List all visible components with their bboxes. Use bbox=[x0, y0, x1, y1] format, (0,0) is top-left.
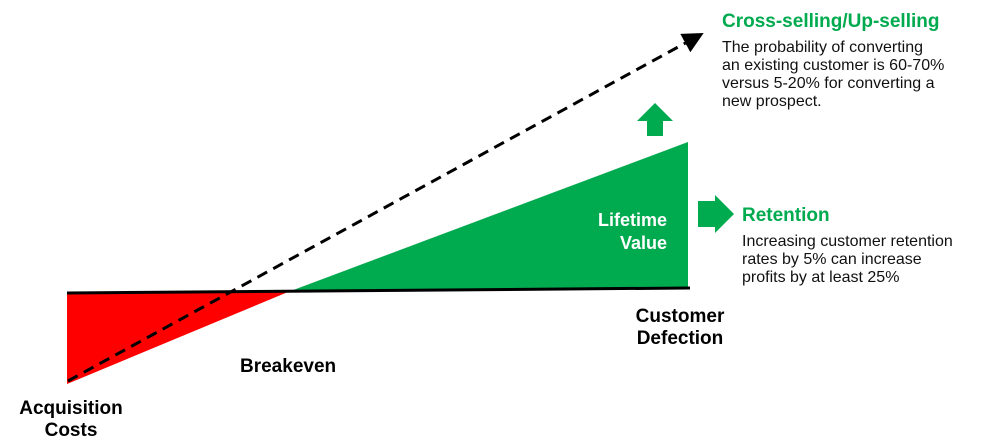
retention-line-3: profits by at least 25% bbox=[742, 269, 900, 286]
acquisition-cost-area bbox=[67, 292, 288, 384]
arrow-up-icon bbox=[637, 103, 673, 136]
lifetime-value-line1: Lifetime bbox=[597, 210, 667, 230]
lifetime-value-line2: Value bbox=[619, 232, 667, 253]
customer-defection-line1: Customer bbox=[635, 306, 725, 327]
customer-defection-label: Customer Defection bbox=[620, 306, 740, 350]
acquisition-costs-label: Acquisition Costs bbox=[8, 398, 134, 442]
retention-title: Retention bbox=[742, 205, 830, 226]
cross-selling-line-3: versus 5-20% for converting a bbox=[722, 75, 935, 92]
cross-selling-callout: Cross-selling/Up-selling The probability… bbox=[722, 11, 990, 111]
retention-callout: Retention Increasing customer retention … bbox=[742, 205, 990, 287]
customer-defection-line2: Defection bbox=[636, 327, 724, 349]
retention-line-2: rates by 5% can increase bbox=[742, 250, 922, 268]
cross-selling-line-2: an existing customer is 60-70% bbox=[722, 56, 945, 74]
cross-selling-line-1: The probability of converting bbox=[722, 38, 923, 56]
retention-line-1: Increasing customer retention bbox=[742, 232, 953, 250]
breakeven-label: Breakeven bbox=[240, 356, 337, 377]
arrow-right-icon bbox=[698, 195, 734, 233]
acquisition-costs-line1: Acquisition bbox=[19, 398, 123, 419]
baseline bbox=[66, 286, 691, 295]
acquisition-costs-line2: Costs bbox=[44, 419, 98, 441]
lifetime-value-label: Lifetime Value bbox=[570, 209, 667, 254]
cross-selling-title: Cross-selling/Up-selling bbox=[722, 11, 940, 32]
cross-selling-line-4: new prospect. bbox=[722, 93, 822, 111]
lifetime-value-area bbox=[288, 142, 688, 292]
cross-selling-trend-line bbox=[67, 32, 704, 383]
